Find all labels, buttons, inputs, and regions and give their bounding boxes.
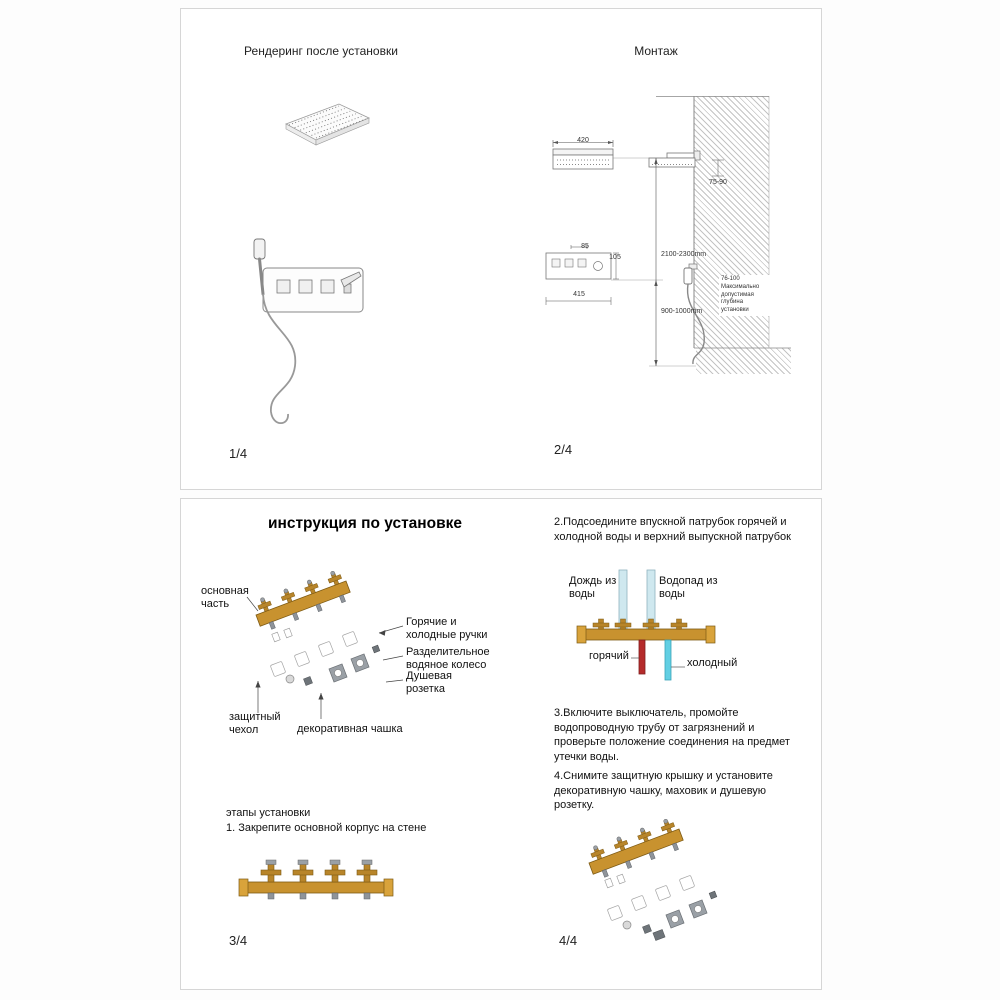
render-title: Рендеринг после установки xyxy=(244,44,398,58)
callout-divider-wheel: Разделительное водяное колесо xyxy=(406,646,490,671)
step-1-text: 1. Закрепите основной корпус на стене xyxy=(226,822,427,834)
dim-mixer-width: 415 xyxy=(573,291,585,298)
label-waterfall-inlet: Водопад из воды xyxy=(659,575,718,600)
montage-title: Монтаж xyxy=(634,44,678,58)
page-number-2: 2/4 xyxy=(554,442,573,457)
callout-protective-cover: защитный чехол xyxy=(229,711,281,736)
floor-hatch xyxy=(696,348,791,374)
step-3-text: 3.Включите выключатель, промойте водопро… xyxy=(554,707,790,763)
label-cold: холодный xyxy=(687,657,738,669)
panel-top: Рендеринг после установки Монтаж 1/4 xyxy=(180,8,822,490)
dim-mixer-85: 85 xyxy=(581,243,589,250)
render-illustration xyxy=(253,103,370,425)
dim-mixer-105: 105 xyxy=(609,254,621,261)
callout-handles: Горячие и холодные ручки xyxy=(406,616,488,641)
page-number-4: 4/4 xyxy=(559,933,578,948)
montage-drawing xyxy=(545,96,791,367)
page-number-3: 3/4 xyxy=(229,933,248,948)
max-depth-note: 76-100 Максимально допустимая глубина ус… xyxy=(719,275,777,316)
callout-main-part: основная часть xyxy=(201,585,249,610)
exploded-diagram xyxy=(246,570,404,719)
page-number-1: 1/4 xyxy=(229,446,248,461)
steps-title: этапы установки xyxy=(226,807,311,819)
callout-shower-outlet: Душевая розетка xyxy=(406,670,452,695)
valve-front-diagram xyxy=(238,859,394,900)
label-hot: горячий xyxy=(589,650,629,662)
label-rain-inlet: Дождь из воды xyxy=(569,575,617,600)
pipes-diagram xyxy=(576,569,716,681)
exploded-diagram-2 xyxy=(588,818,718,941)
step-4-text: 4.Снимите защитную крышку и установите д… xyxy=(554,770,773,812)
dim-head-width: 420 xyxy=(577,137,589,144)
step-2-text: 2.Подсоедините впускной патрубок горячей… xyxy=(554,516,791,543)
dim-mixer-height: 900-1000mm xyxy=(661,308,703,315)
dim-total-height: 2100-2300mm xyxy=(661,251,707,258)
panel-bottom: инструкция по установке xyxy=(180,498,822,990)
instructions-title: инструкция по установке xyxy=(267,515,463,532)
dim-arm-depth: 75-90 xyxy=(709,179,727,186)
callout-decorative-cup: декоративная чашка xyxy=(297,723,403,735)
